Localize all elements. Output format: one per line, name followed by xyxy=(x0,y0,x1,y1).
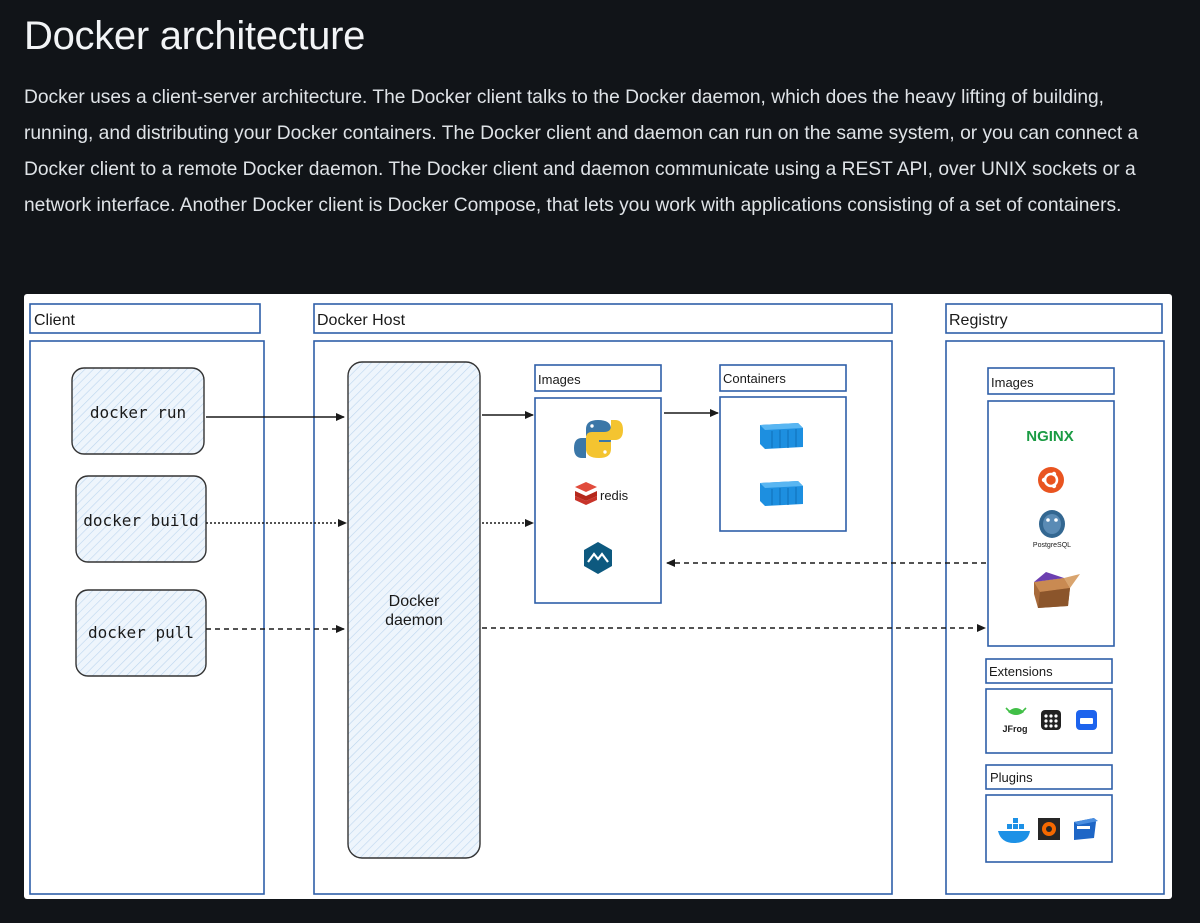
docker-daemon: Docker daemon xyxy=(347,361,481,859)
command-docker-pull: docker pull xyxy=(75,589,207,677)
extensions-header-box xyxy=(985,658,1113,684)
client-header: Client xyxy=(34,312,75,329)
plugins-panel xyxy=(985,794,1113,863)
architecture-diagram: Client docker run docker build docker pu… xyxy=(24,294,1172,899)
grafana-logo-icon xyxy=(1038,818,1060,840)
redis-logo-icon: redis xyxy=(575,482,629,505)
postgresql-logo-icon: PostgreSQL xyxy=(1033,510,1071,549)
containers-panel xyxy=(719,396,847,532)
registry-header: Registry xyxy=(949,312,1008,329)
command-label: docker build xyxy=(83,511,199,530)
docker-host-panel xyxy=(313,340,893,895)
daemon-label-line2: daemon xyxy=(385,612,443,629)
docker-host-section: Docker Host Docker daemon Images redis xyxy=(313,303,893,895)
registry-images-header-box xyxy=(987,367,1115,395)
command-docker-build: docker build xyxy=(75,475,207,563)
docker-host-header: Docker Host xyxy=(317,312,406,329)
arrows xyxy=(206,409,986,633)
host-images-panel xyxy=(534,397,662,604)
registry-images-header: Images xyxy=(991,375,1034,390)
containers-header-box xyxy=(719,364,847,392)
redis-label: redis xyxy=(600,488,629,503)
host-images-header-box xyxy=(534,364,662,392)
intro-paragraph: Docker uses a client-server architecture… xyxy=(24,87,1139,216)
command-label: docker run xyxy=(90,403,186,422)
nginx-logo-icon: NGINX xyxy=(1026,428,1074,445)
jfrog-logo-icon: JFrog xyxy=(1002,707,1028,734)
page-title: Docker architecture xyxy=(24,14,366,58)
extensions-panel xyxy=(985,688,1113,754)
open-box-icon xyxy=(1034,572,1080,608)
alpine-logo-icon xyxy=(584,542,612,574)
plugins-header-box xyxy=(985,764,1113,790)
vmware-logo-icon xyxy=(1074,818,1098,840)
daemon-label-line1: Docker xyxy=(389,593,440,610)
jfrog-label: JFrog xyxy=(1002,724,1027,734)
client-header-box xyxy=(29,303,261,334)
registry-images-panel xyxy=(987,400,1115,647)
client-section: Client docker run docker build docker pu… xyxy=(29,303,265,895)
extensions-header: Extensions xyxy=(989,664,1053,679)
containers-header: Containers xyxy=(723,371,786,386)
registry-panel xyxy=(945,340,1165,895)
grid-app-icon xyxy=(1041,710,1061,730)
registry-section: Registry Images NGINX PostgreSQL xyxy=(945,303,1165,895)
container-icon xyxy=(760,481,803,506)
registry-header-box xyxy=(945,303,1163,334)
docker-host-header-box xyxy=(313,303,893,334)
container-icon xyxy=(760,423,803,449)
disk-usage-icon xyxy=(1076,710,1097,730)
ubuntu-logo-icon xyxy=(1038,467,1064,493)
plugins-header: Plugins xyxy=(990,770,1033,785)
command-label: docker pull xyxy=(88,623,194,642)
host-images-header: Images xyxy=(538,372,581,387)
client-panel xyxy=(29,340,265,895)
postgresql-label: PostgreSQL xyxy=(1033,542,1071,549)
docker-whale-icon xyxy=(998,818,1030,843)
command-docker-run: docker run xyxy=(71,367,205,455)
python-logo-icon xyxy=(574,420,623,458)
